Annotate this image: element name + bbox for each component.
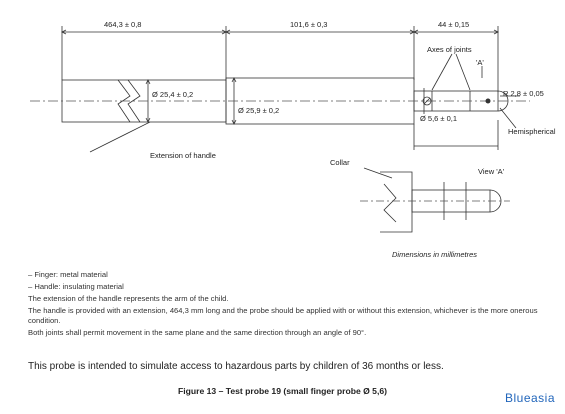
notes-block: – Finger: metal material – Handle: insul… <box>28 270 538 340</box>
label-view-marker: 'A' <box>476 58 484 67</box>
dim-text-handle-diameter: Ø 25,4 ± 0,2 <box>152 90 193 99</box>
break-line <box>117 79 131 123</box>
label-units-note: Dimensions in millimetres <box>392 250 477 259</box>
label-extension-of-handle: Extension of handle <box>150 151 216 160</box>
joint-symbol <box>485 98 491 104</box>
label-view-a: View 'A' <box>478 167 505 176</box>
dim-text-finger-length: 44 ± 0,15 <box>438 20 469 29</box>
dim-text-body-diameter: Ø 25,9 ± 0,2 <box>238 106 279 115</box>
joint-symbol <box>422 96 432 106</box>
label-axes-of-joints: Axes of joints <box>427 45 472 54</box>
note-extension: The extension of the handle represents t… <box>28 294 229 303</box>
dim-text-tip-radius: R 2,8 ± 0,05 <box>503 89 544 98</box>
label-hemispherical: Hemispherical <box>508 127 556 136</box>
label-collar: Collar <box>330 158 350 167</box>
dim-text-handle-length: 464,3 ± 0,8 <box>104 20 141 29</box>
dim-text-body-length: 101,6 ± 0,3 <box>290 20 327 29</box>
note-extension-length: The handle is provided with an extension… <box>28 306 538 325</box>
collar-detail <box>380 171 413 233</box>
note-finger-material: – Finger: metal material <box>28 270 108 279</box>
note-joints: Both joints shall permit movement in the… <box>28 328 367 337</box>
probe-statement: This probe is intended to simulate acces… <box>28 361 444 372</box>
dim-text-finger-diameter: Ø 5,6 ± 0,1 <box>420 114 457 123</box>
figure-caption: Figure 13 – Test probe 19 (small finger … <box>177 386 387 396</box>
brand-watermark: Blueasia <box>504 391 555 405</box>
note-handle-material: – Handle: insulating material <box>28 282 124 291</box>
